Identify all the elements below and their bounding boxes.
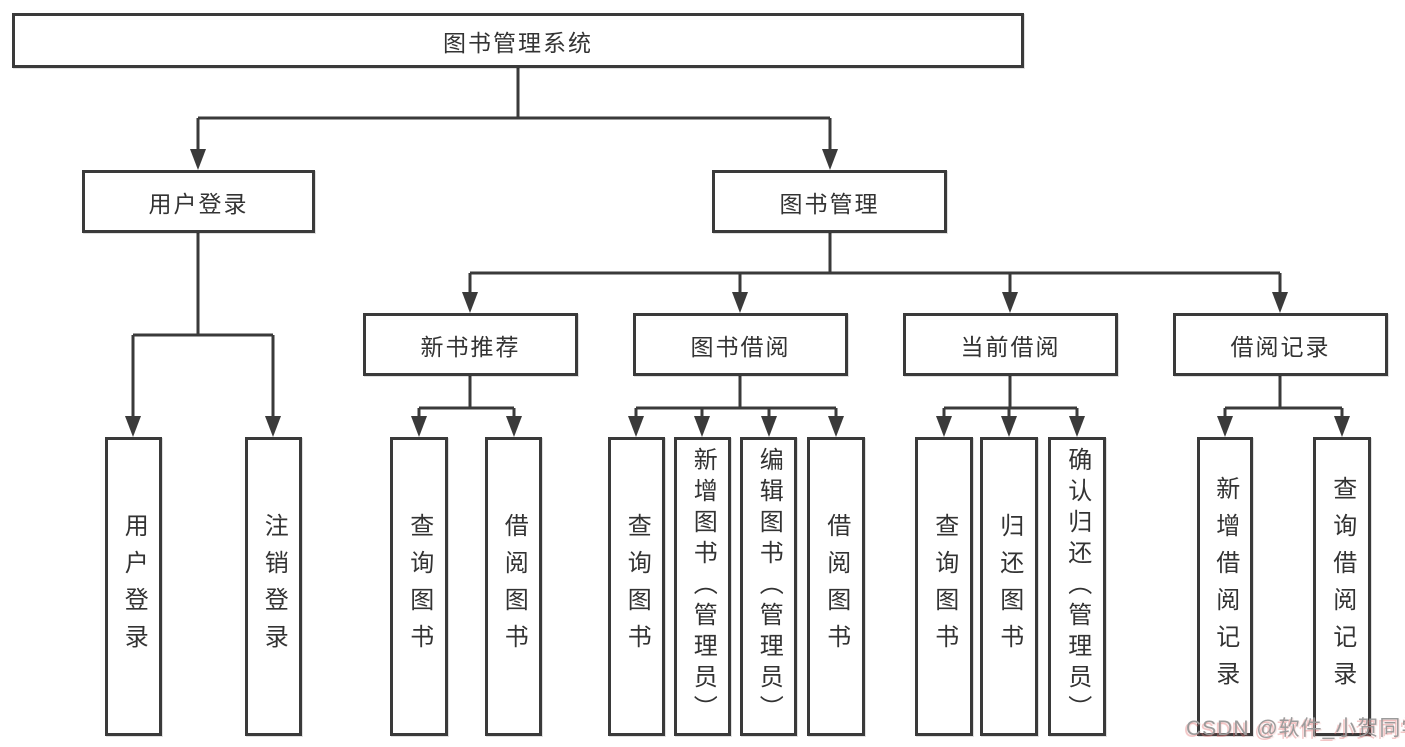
node-root-label: 图书管理系统 bbox=[443, 29, 593, 56]
leaf-logout: 注销登录 bbox=[245, 437, 302, 736]
node-new-book-recommend: 新书推荐 bbox=[363, 313, 578, 376]
node-current-borrow: 当前借阅 bbox=[903, 313, 1118, 376]
leaf-borrow-add-book-admin: 新增图书（管理员） bbox=[674, 437, 731, 736]
leaf-borrow-query-book-label: 查询图书 bbox=[623, 512, 651, 661]
node-new-book-recommend-label: 新书推荐 bbox=[420, 333, 521, 360]
node-borrow-records-label: 借阅记录 bbox=[1230, 333, 1331, 360]
leaf-current-return-book: 归还图书 bbox=[980, 437, 1038, 736]
node-borrow-records: 借阅记录 bbox=[1173, 313, 1388, 376]
leaf-current-confirm-return-admin-label: 确认归还（管理员） bbox=[1063, 447, 1091, 726]
leaf-borrow-query-book: 查询图书 bbox=[608, 437, 665, 736]
leaf-records-query-record-label: 查询借阅记录 bbox=[1328, 475, 1356, 698]
connector-user-login-split bbox=[125, 233, 281, 437]
leaf-borrow-borrow-book: 借阅图书 bbox=[807, 437, 865, 736]
leaf-recommend-query-book: 查询图书 bbox=[390, 437, 448, 736]
leaf-records-query-record: 查询借阅记录 bbox=[1313, 437, 1371, 736]
leaf-borrow-edit-book-admin: 编辑图书（管理员） bbox=[740, 437, 797, 736]
leaf-borrow-add-book-admin-label: 新增图书（管理员） bbox=[689, 447, 717, 726]
leaf-current-confirm-return-admin: 确认归还（管理员） bbox=[1048, 437, 1106, 736]
connector-root-split bbox=[190, 68, 838, 170]
node-current-borrow-label: 当前借阅 bbox=[960, 333, 1061, 360]
leaf-current-return-book-label: 归还图书 bbox=[995, 512, 1023, 661]
csdn-watermark: CSDN @软件_小贺同学 bbox=[1186, 717, 1405, 740]
connector-borrow-records-split bbox=[1217, 376, 1350, 437]
leaf-records-add-record: 新增借阅记录 bbox=[1197, 437, 1253, 736]
leaf-current-query-book-label: 查询图书 bbox=[930, 512, 958, 661]
node-book-borrow-label: 图书借阅 bbox=[690, 333, 791, 360]
leaf-recommend-query-book-label: 查询图书 bbox=[405, 512, 433, 661]
connector-new-book-recommend-split bbox=[411, 376, 522, 437]
node-user-login: 用户登录 bbox=[82, 170, 315, 233]
leaf-records-add-record-label: 新增借阅记录 bbox=[1211, 475, 1239, 698]
leaf-recommend-borrow-book: 借阅图书 bbox=[485, 437, 542, 736]
connector-book-borrow-split bbox=[628, 376, 844, 437]
leaf-user-login: 用户登录 bbox=[105, 437, 162, 736]
node-user-login-label: 用户登录 bbox=[148, 190, 249, 217]
leaf-current-query-book: 查询图书 bbox=[915, 437, 973, 736]
leaf-recommend-borrow-book-label: 借阅图书 bbox=[500, 512, 528, 661]
leaf-borrow-edit-book-admin-label: 编辑图书（管理员） bbox=[755, 447, 783, 726]
node-root: 图书管理系统 bbox=[12, 13, 1024, 68]
leaf-borrow-borrow-book-label: 借阅图书 bbox=[822, 512, 850, 661]
leaf-user-login-label: 用户登录 bbox=[120, 512, 148, 661]
node-book-borrow: 图书借阅 bbox=[633, 313, 848, 376]
leaf-logout-label: 注销登录 bbox=[260, 512, 288, 661]
connector-book-management-split bbox=[462, 233, 1288, 313]
node-book-management: 图书管理 bbox=[712, 170, 947, 233]
node-book-management-label: 图书管理 bbox=[779, 190, 880, 217]
connector-current-borrow-split bbox=[936, 376, 1085, 437]
